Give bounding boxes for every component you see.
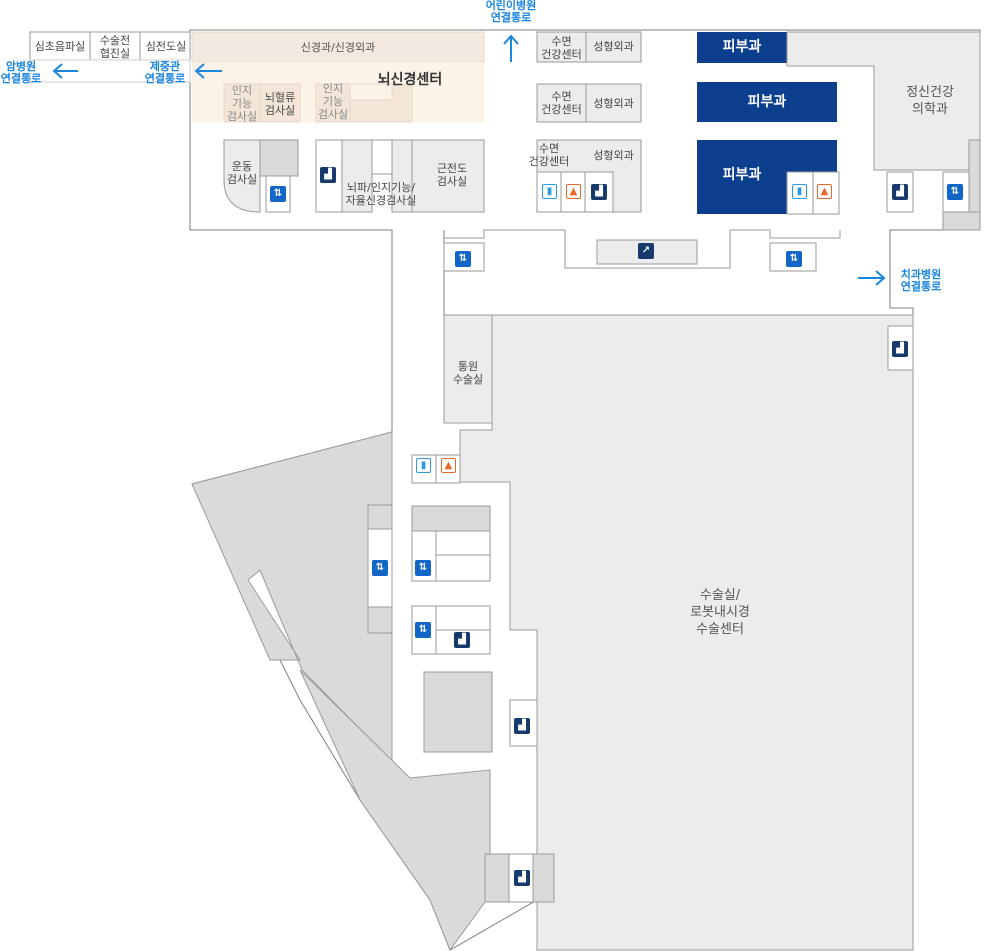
room-ecg: 심전도실 bbox=[145, 40, 187, 53]
room-derm-3: 피부과 bbox=[722, 167, 762, 183]
elevator-icon: ⇅ bbox=[947, 184, 963, 200]
room-neuro-dept: 신경과/신경외과 bbox=[300, 41, 376, 54]
room-exercise-test: 운동 검사실 bbox=[226, 160, 258, 186]
restroom-men-icon: ▮ bbox=[542, 184, 557, 199]
restroom-women-icon: ▲ bbox=[566, 184, 581, 199]
room-sleep-3: 수면 건강센터 bbox=[528, 142, 570, 168]
room-sleep-1: 수면 건강센터 bbox=[541, 35, 582, 61]
room-psychiatry: 정신건강 의학과 bbox=[906, 85, 954, 117]
room-sleep-2: 수면 건강센터 bbox=[541, 90, 582, 116]
arrow-icon bbox=[52, 34, 886, 286]
room-cognitive-2: 인지 기능 검사실 bbox=[317, 82, 349, 121]
derm-block-2 bbox=[697, 82, 837, 122]
room-surgery-center: 수술실/ 로봇내시경 수술센터 bbox=[690, 588, 750, 637]
room-surgery-consult: 수술전 협진실 bbox=[99, 34, 131, 60]
restroom-men-icon: ▮ bbox=[792, 184, 807, 199]
link-dental[interactable]: 치과병원 연결통로 bbox=[900, 268, 942, 293]
stairs-icon: ▟ bbox=[892, 184, 908, 200]
stairs-icon: ▟ bbox=[514, 870, 530, 886]
derm-block-1 bbox=[697, 32, 787, 63]
room-cerebral-flow: 뇌혈류 검사실 bbox=[264, 91, 296, 117]
elevator-icon: ⇅ bbox=[455, 251, 471, 267]
restroom-women-icon: ▲ bbox=[817, 184, 832, 199]
neuro-dept-band bbox=[191, 31, 485, 63]
elevator-icon: ⇅ bbox=[415, 622, 431, 638]
room-day-surgery: 통원 수술실 bbox=[452, 360, 484, 386]
elevator-icon: ⇅ bbox=[415, 560, 431, 576]
stairs-icon: ▟ bbox=[454, 632, 470, 648]
room-cardiac-echo: 심초음파실 bbox=[34, 40, 86, 53]
room-derm-2: 피부과 bbox=[747, 94, 787, 110]
restroom-men-icon: ▮ bbox=[416, 458, 431, 473]
stairs-icon: ▟ bbox=[892, 341, 908, 357]
restroom-women-icon: ▲ bbox=[441, 458, 456, 473]
elevator-icon: ⇅ bbox=[270, 186, 286, 202]
stairs-icon: ▟ bbox=[591, 184, 607, 200]
left-strip bbox=[29, 31, 191, 61]
elevator-icon: ⇅ bbox=[372, 560, 388, 576]
room-emg: 근전도 검사실 bbox=[436, 162, 468, 188]
link-children[interactable]: 어린이병원 연결통로 bbox=[485, 0, 537, 24]
room-neuro-center: 뇌신경센터 bbox=[377, 72, 443, 88]
escalator-icon: ↗ bbox=[638, 243, 654, 259]
room-plastic-2: 성형외과 bbox=[593, 97, 634, 110]
room-derm-1: 피부과 bbox=[722, 39, 762, 55]
stairs-icon: ▟ bbox=[514, 718, 530, 734]
room-plastic-3: 성형외과 bbox=[593, 149, 634, 162]
room-eeg-cognitive: 뇌파/인지기능/ 자율신경검사실 bbox=[345, 181, 417, 207]
elevator-icon: ⇅ bbox=[786, 251, 802, 267]
link-cancer[interactable]: 암병원 연결통로 bbox=[0, 60, 42, 85]
room-cognitive-1: 인지 기능 검사실 bbox=[226, 84, 258, 123]
link-jejung[interactable]: 제중관 연결통로 bbox=[144, 60, 186, 85]
stairs-icon: ▟ bbox=[320, 167, 336, 183]
room-plastic-1: 성형외과 bbox=[593, 40, 634, 53]
